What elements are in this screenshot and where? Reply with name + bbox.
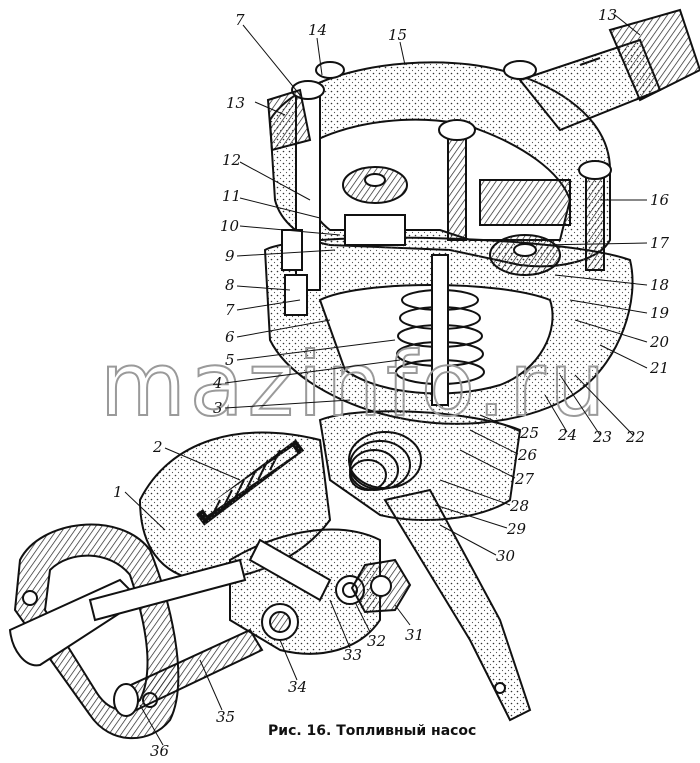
label-31: 31: [405, 626, 424, 644]
leader-lines: [124, 14, 648, 746]
label-9: 9: [225, 247, 235, 265]
inlet-valve: [342, 166, 408, 246]
label-13-left: 13: [226, 94, 245, 112]
label-13-right: 13: [598, 6, 617, 24]
mounting-stud: [113, 628, 264, 717]
label-28: 28: [509, 497, 529, 515]
label-7-top: 7: [235, 11, 245, 29]
part-labels: 7 14 15 13 13 12 11 10 9 8 7 6 5 4 3 2 1…: [113, 6, 670, 760]
label-22: 22: [625, 428, 645, 446]
label-15: 15: [388, 26, 407, 44]
label-3: 3: [213, 399, 223, 417]
label-10: 10: [220, 217, 240, 235]
outlet-valve: [479, 179, 571, 276]
label-26: 26: [517, 446, 538, 464]
label-21: 21: [649, 359, 669, 377]
label-7-mid: 7: [225, 301, 235, 319]
upper-stud: [88, 558, 247, 622]
label-11: 11: [222, 187, 241, 205]
watermark-text: mazinfo.ru: [100, 333, 609, 436]
label-12: 12: [222, 151, 241, 169]
label-25: 25: [519, 424, 539, 442]
pump-illustration: [8, 8, 700, 740]
label-36: 36: [150, 742, 170, 760]
label-17: 17: [650, 234, 670, 252]
label-6: 6: [225, 328, 235, 346]
label-20: 20: [649, 333, 670, 351]
label-1: 1: [113, 483, 123, 501]
label-19: 19: [650, 304, 670, 322]
label-24: 24: [557, 426, 577, 444]
label-16: 16: [650, 191, 670, 209]
label-23: 23: [592, 428, 612, 446]
label-34: 34: [288, 678, 307, 696]
cover-screws: [281, 60, 612, 316]
label-33: 33: [343, 646, 362, 664]
label-14: 14: [308, 21, 327, 39]
hand-lever-coil: [348, 431, 422, 491]
label-30: 30: [496, 547, 516, 565]
label-8: 8: [225, 276, 235, 294]
pump-rod: [431, 254, 449, 406]
label-4: 4: [212, 374, 223, 392]
label-27: 27: [514, 470, 535, 488]
label-32: 32: [367, 632, 386, 650]
drive-lever: [383, 488, 532, 722]
label-29: 29: [506, 520, 527, 538]
flange-gasket: [13, 523, 180, 740]
figure-caption: Рис. 16. Топливный насос: [268, 723, 476, 739]
inlet-fitting: [266, 88, 312, 152]
label-2: 2: [152, 438, 163, 456]
label-18: 18: [650, 276, 669, 294]
label-5: 5: [225, 351, 235, 369]
lever-hole: [494, 682, 506, 694]
axle-pin: [248, 538, 332, 602]
outlet-fitting: [518, 8, 700, 132]
label-35: 35: [216, 708, 235, 726]
